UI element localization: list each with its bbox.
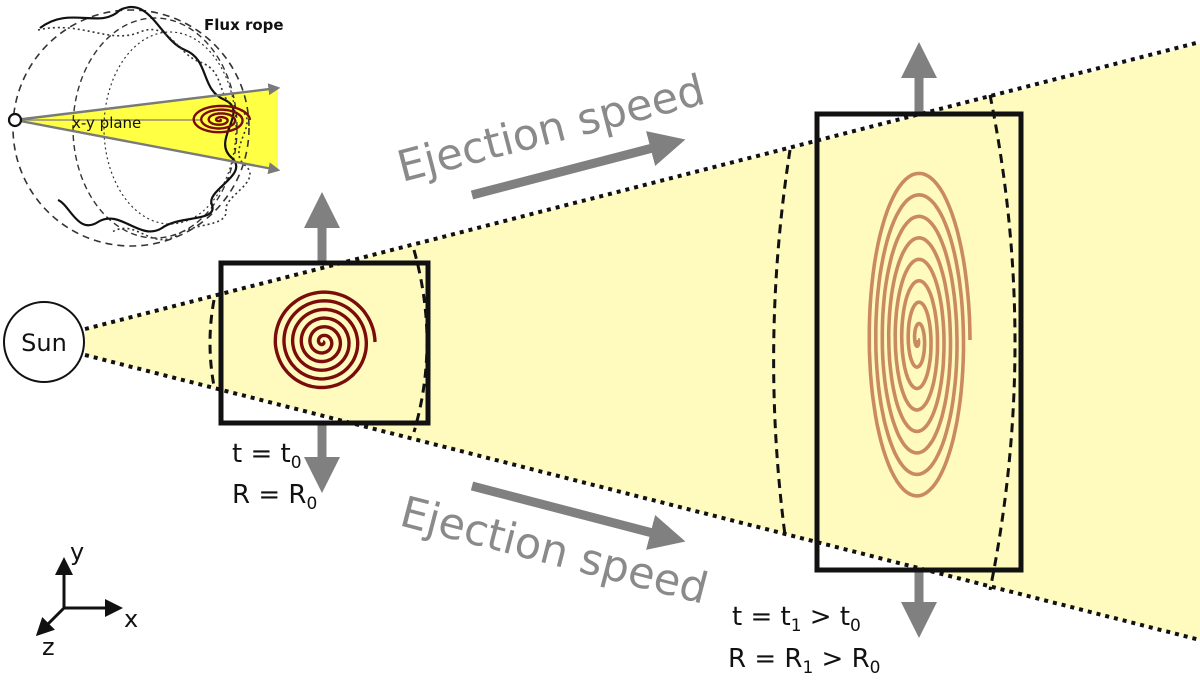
inset-title: Flux rope — [204, 16, 284, 34]
inset-plane-label: x-y plane — [72, 114, 141, 132]
arc-small-left — [208, 299, 216, 387]
inset-origin-dot — [7, 112, 23, 128]
inset-xy-plane-wedge — [15, 88, 278, 170]
state1-time-label: t = t1 > t0 — [732, 602, 861, 636]
inset-upper-ray — [14, 83, 281, 122]
inset-lower-ray — [14, 118, 281, 175]
inset-flux-rope-curve — [39, 6, 238, 233]
y-axis-label: y — [70, 538, 84, 566]
inset-spiral — [192, 104, 252, 134]
small-flux-box — [218, 260, 431, 426]
cone-upper-edge — [84, 40, 1200, 331]
sun-circle — [3, 301, 85, 383]
state0-radius-label: R = R0 — [232, 480, 317, 514]
coordinate-axes: y x z — [35, 538, 138, 661]
ejection-arrow-bottom — [470, 481, 686, 550]
flux-rope-inset: x-y plane Flux rope — [7, 6, 284, 247]
ejection-speed-bottom: Ejection speed — [395, 481, 713, 615]
large-flux-box — [814, 111, 1024, 573]
z-axis-label: z — [42, 633, 55, 661]
small-spiral — [273, 290, 377, 390]
ejection-arrow-top — [470, 131, 686, 200]
ejection-speed-top: Ejection speed — [392, 65, 710, 200]
cone-lower-edge — [84, 353, 1200, 642]
inset-flux-rope-dotted — [37, 26, 251, 241]
large-spiral — [867, 171, 972, 498]
arc-large-left — [772, 149, 792, 536]
state0-time-label: t = t0 — [232, 439, 302, 473]
sun-label: Sun — [21, 329, 67, 357]
x-axis-label: x — [124, 605, 138, 633]
expansion-cone — [85, 44, 1200, 640]
z-axis-line — [35, 606, 66, 637]
inset-outer-circle — [12, 9, 250, 247]
state1-radius-label: R = R1 > R0 — [728, 644, 881, 678]
